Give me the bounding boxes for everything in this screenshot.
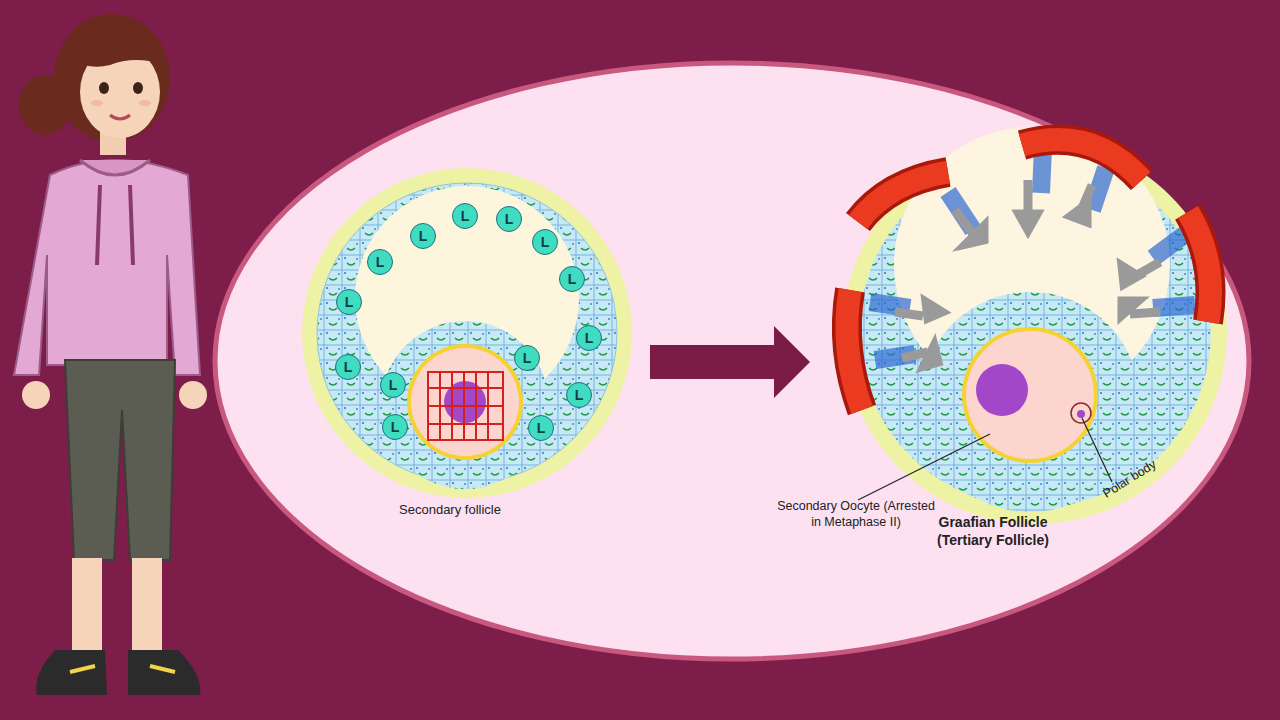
lh-receptor-cell: L (496, 206, 522, 232)
oval-panel (215, 63, 1249, 659)
lh-receptor-cell: L (576, 325, 602, 351)
lh-receptor-cell: L (528, 415, 554, 441)
graafian-follicle-drawing (843, 127, 1227, 524)
secondary-follicle-drawing (302, 168, 632, 498)
follicle-label: Secondary follicle (380, 502, 520, 519)
lh-receptor-cell: L (410, 223, 436, 249)
cell-letter: L (523, 350, 532, 366)
lh-receptor-cell: L (452, 203, 478, 229)
lh-receptor-cell: L (566, 382, 592, 408)
lh-receptor-cell: L (514, 345, 540, 371)
cell-letter: L (541, 234, 550, 250)
cell-letter: L (575, 387, 584, 403)
lh-receptor-cell: L (382, 414, 408, 440)
callout-label: Secondary Oocyte (Arrested in Metaphase … (775, 498, 937, 531)
cell-letter: L (344, 359, 353, 375)
cell-letter: L (376, 254, 385, 270)
follicle-label: Graafian Follicle (Tertiary Follicle) (925, 513, 1061, 549)
follicle-node: Graafian Follicle (Tertiary Follicle) (810, 125, 1230, 555)
presenter-cartoon (14, 14, 207, 695)
block-arrow (650, 326, 810, 398)
cell-letter: L (389, 377, 398, 393)
leader-line (1082, 418, 1112, 482)
cell-letter: L (537, 420, 546, 436)
cell-letter: L (345, 294, 354, 310)
lh-receptor-cell: L (336, 289, 362, 315)
follicle-node: Secondary follicle L L L L L L L L L L L L L L (300, 165, 650, 525)
cell-letter: L (585, 330, 594, 346)
cell-letter: L (461, 208, 470, 224)
cell-letter: L (419, 228, 428, 244)
leader-line (858, 434, 990, 500)
lh-receptor-cell: L (532, 229, 558, 255)
cell-letter: L (505, 211, 514, 227)
cell-letter: L (391, 419, 400, 435)
lh-receptor-cell: L (559, 266, 585, 292)
lh-receptor-cell: L (380, 372, 406, 398)
lh-receptor-cell: L (335, 354, 361, 380)
lh-receptor-cell: L (367, 249, 393, 275)
cell-letter: L (568, 271, 577, 287)
